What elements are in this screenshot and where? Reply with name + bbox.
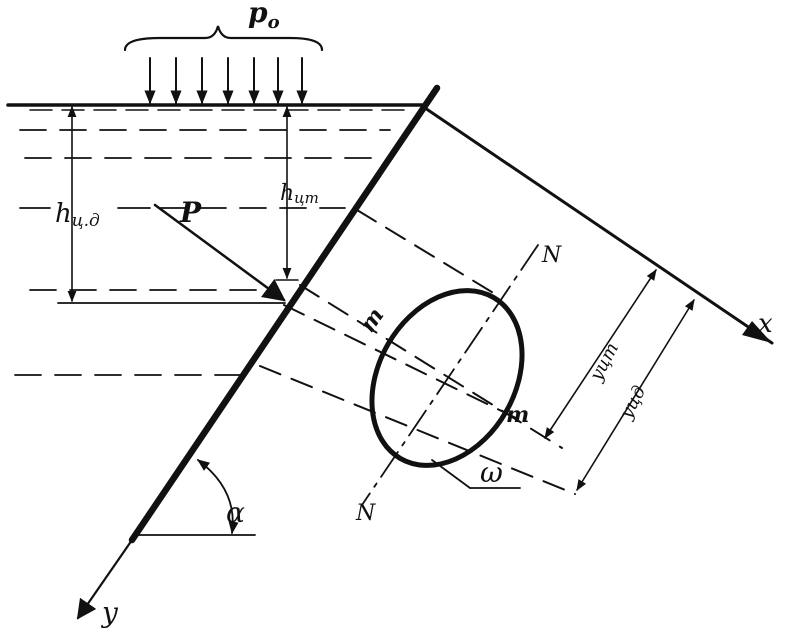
axis-y-label: y [100, 596, 119, 628]
h-ct-label: hцт [280, 181, 319, 207]
m-left-label: m [355, 303, 390, 337]
omega-leader [431, 459, 471, 489]
alpha-arc [196, 459, 239, 535]
axis-x-arrowhead [742, 321, 772, 343]
p0-arrows [144, 57, 308, 105]
inclined-wall [128, 84, 441, 544]
y-ct-label: yцт [585, 339, 623, 385]
n-bottom-label: N [355, 501, 376, 526]
force-p-arrow [153, 203, 286, 302]
y-cd-dimension [576, 299, 695, 491]
y-cd-label: yцд [615, 382, 650, 423]
axis-x [423, 106, 774, 345]
m-right-label: m [506, 402, 529, 428]
n-top-label: N [541, 243, 562, 268]
h-cd-label: hц.д [55, 199, 100, 231]
water-lines [14, 129, 391, 376]
omega-label: ω [480, 456, 503, 489]
plate-ellipse [369, 288, 525, 468]
axis-y [76, 538, 134, 620]
alpha-label: α [226, 496, 245, 529]
force-p-label: P [179, 196, 202, 229]
axis-x-label: x [758, 309, 773, 339]
p0-label: po [248, 0, 280, 33]
p0-brace [123, 25, 324, 52]
projection-lines [259, 209, 576, 495]
n-n-axis [361, 244, 539, 506]
